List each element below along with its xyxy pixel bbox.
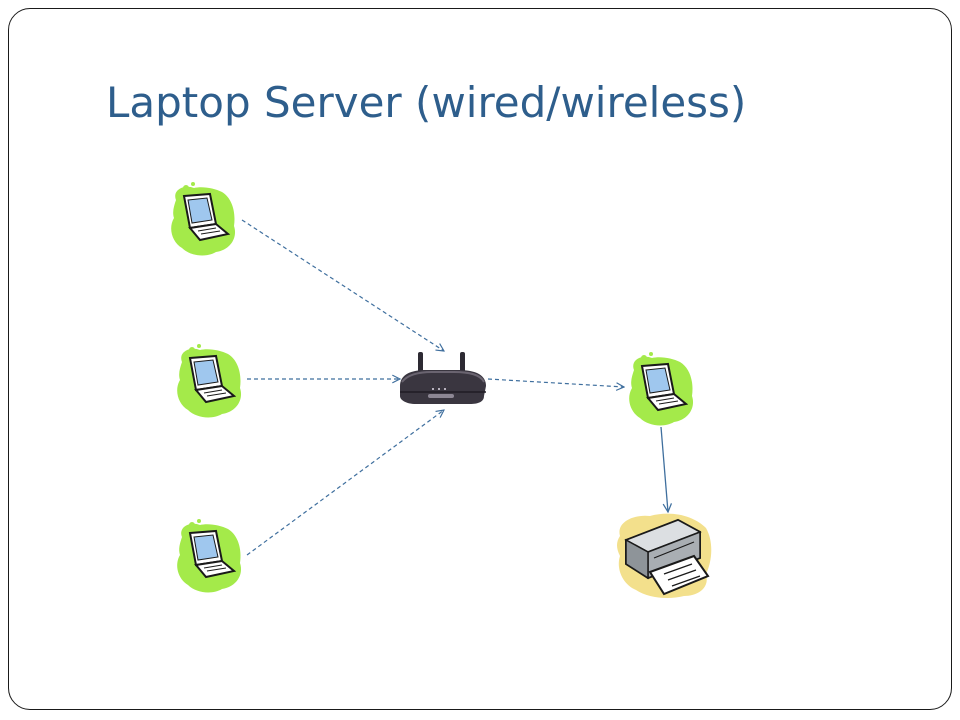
- wireless-router-icon: [399, 351, 487, 405]
- connector-laptop-1-router: [241, 219, 444, 351]
- laptop-icon: [170, 181, 237, 257]
- connector-router-server: [487, 378, 624, 387]
- slide-title: Laptop Server (wired/wireless): [106, 78, 747, 127]
- laptop-icon: [176, 518, 243, 594]
- connector-laptop-3-router: [246, 410, 444, 556]
- laptop-icon: [628, 351, 695, 427]
- connector-server-printer: [660, 426, 668, 512]
- laptop-icon: [176, 343, 243, 419]
- slide-frame: [8, 8, 952, 710]
- printer-icon: [616, 512, 713, 599]
